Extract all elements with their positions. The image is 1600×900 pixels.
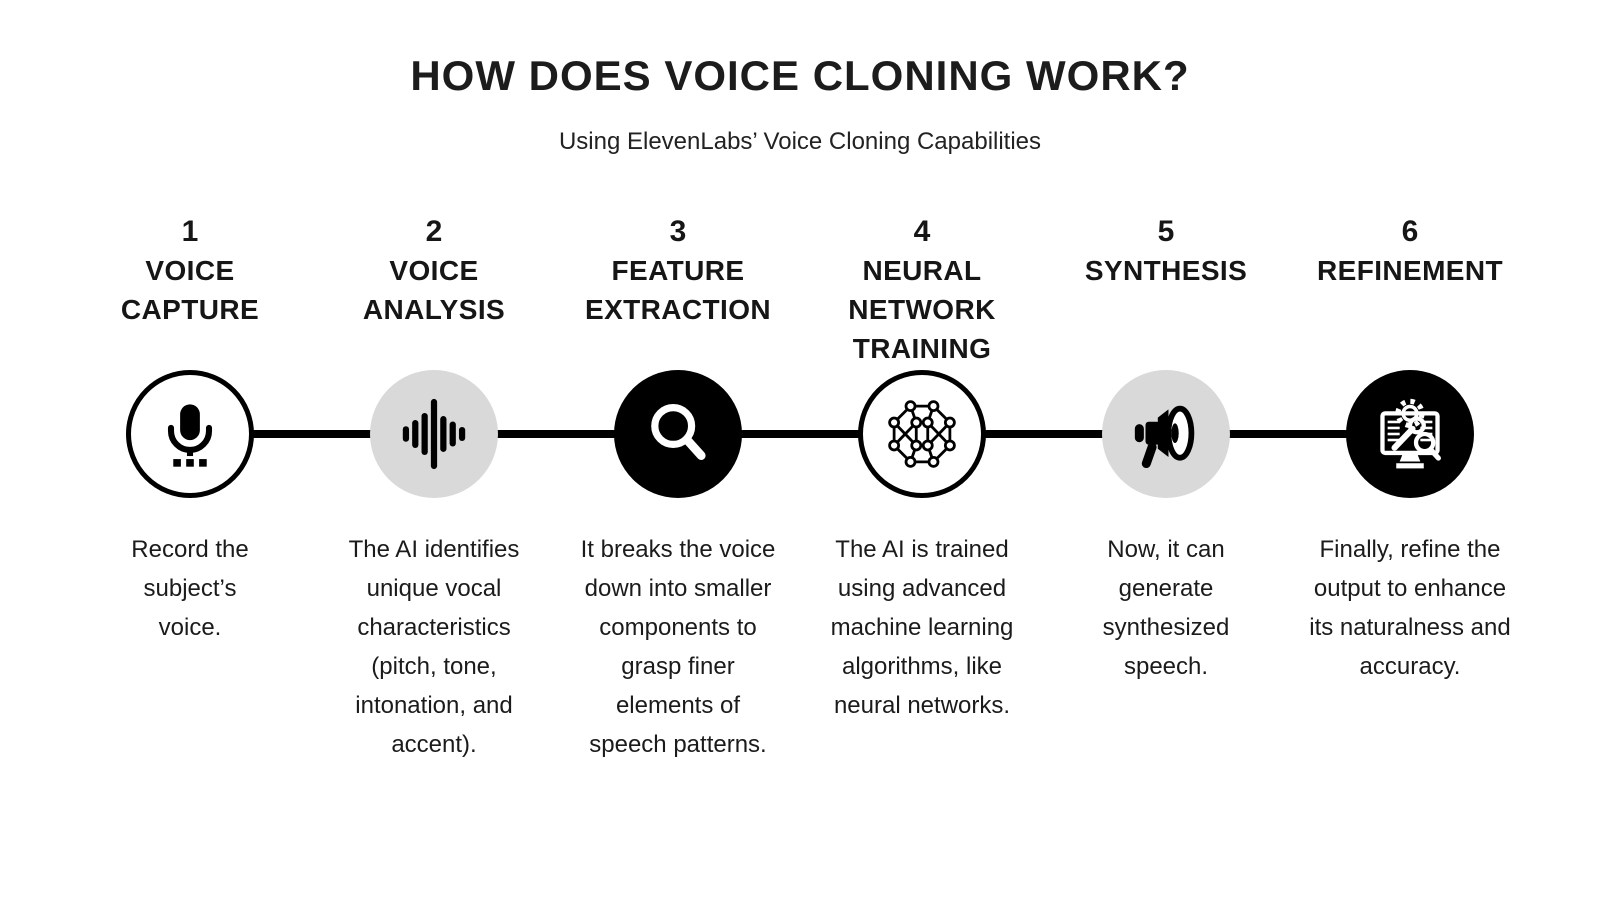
step-number: 2 <box>425 215 443 248</box>
magnifier-icon <box>651 404 706 460</box>
step-header-2: 2 VOICE ANALYSIS <box>312 212 556 370</box>
repair-computer-icon <box>1380 398 1441 469</box>
neural-network-icon <box>888 400 956 468</box>
timeline-node-1 <box>68 370 312 498</box>
step-header-4: 4 NEURAL NETWORK TRAINING <box>800 212 1044 370</box>
neural-network-circle <box>858 370 986 498</box>
step-headers-row: 1 VOICE CAPTURE 2 VOICE ANALYSIS 3 FEATU… <box>0 212 1600 370</box>
step-title: REFINEMENT <box>1317 255 1503 286</box>
step-number: 3 <box>669 215 687 248</box>
step-title: SYNTHESIS <box>1084 255 1248 286</box>
timeline-node-3 <box>556 370 800 498</box>
step-description-1: Record the subject’s voice. <box>131 536 249 641</box>
timeline-node-5 <box>1044 370 1288 498</box>
step-title: VOICE ANALYSIS <box>362 255 506 325</box>
step-title: NEURAL NETWORK TRAINING <box>848 255 996 364</box>
step-number: 6 <box>1401 215 1419 248</box>
step-header-5: 5 SYNTHESIS <box>1044 212 1288 370</box>
descriptions-row: Record the subject’s voice. The AI ident… <box>0 530 1600 764</box>
timeline-node-2 <box>312 370 556 498</box>
page-header: HOW DOES VOICE CLONING WORK? Using Eleve… <box>0 0 1600 156</box>
step-number: 5 <box>1157 215 1175 248</box>
step-description-5: Now, it can generate synthesized speech. <box>1102 536 1230 680</box>
timeline <box>0 370 1600 498</box>
feature-extraction-circle <box>614 370 742 498</box>
step-header-1: 1 VOICE CAPTURE <box>68 212 312 370</box>
step-description-2: The AI identifies unique vocal character… <box>348 536 520 758</box>
microphone-icon <box>167 404 213 467</box>
step-description-6: Finally, refine the output to enhance it… <box>1309 536 1511 680</box>
step-number: 4 <box>913 215 931 248</box>
timeline-connector-line <box>190 430 1410 438</box>
page-subtitle: Using ElevenLabs’ Voice Cloning Capabili… <box>558 128 1042 155</box>
timeline-node-4 <box>800 370 1044 498</box>
waveform-icon <box>402 398 466 470</box>
refinement-circle <box>1346 370 1474 498</box>
step-title: FEATURE EXTRACTION <box>585 255 771 325</box>
step-title: VOICE CAPTURE <box>120 255 260 325</box>
megaphone-icon <box>1134 405 1195 469</box>
voice-capture-circle <box>126 370 254 498</box>
step-header-3: 3 FEATURE EXTRACTION <box>556 212 800 370</box>
page-title: HOW DOES VOICE CLONING WORK? <box>410 52 1190 99</box>
step-description-4: The AI is trained using advanced machine… <box>830 536 1014 719</box>
voice-analysis-circle <box>370 370 498 498</box>
synthesis-circle <box>1102 370 1230 498</box>
step-number: 1 <box>181 215 199 248</box>
timeline-node-6 <box>1288 370 1532 498</box>
step-description-3: It breaks the voice down into smaller co… <box>580 536 776 758</box>
step-header-6: 6 REFINEMENT <box>1288 212 1532 370</box>
